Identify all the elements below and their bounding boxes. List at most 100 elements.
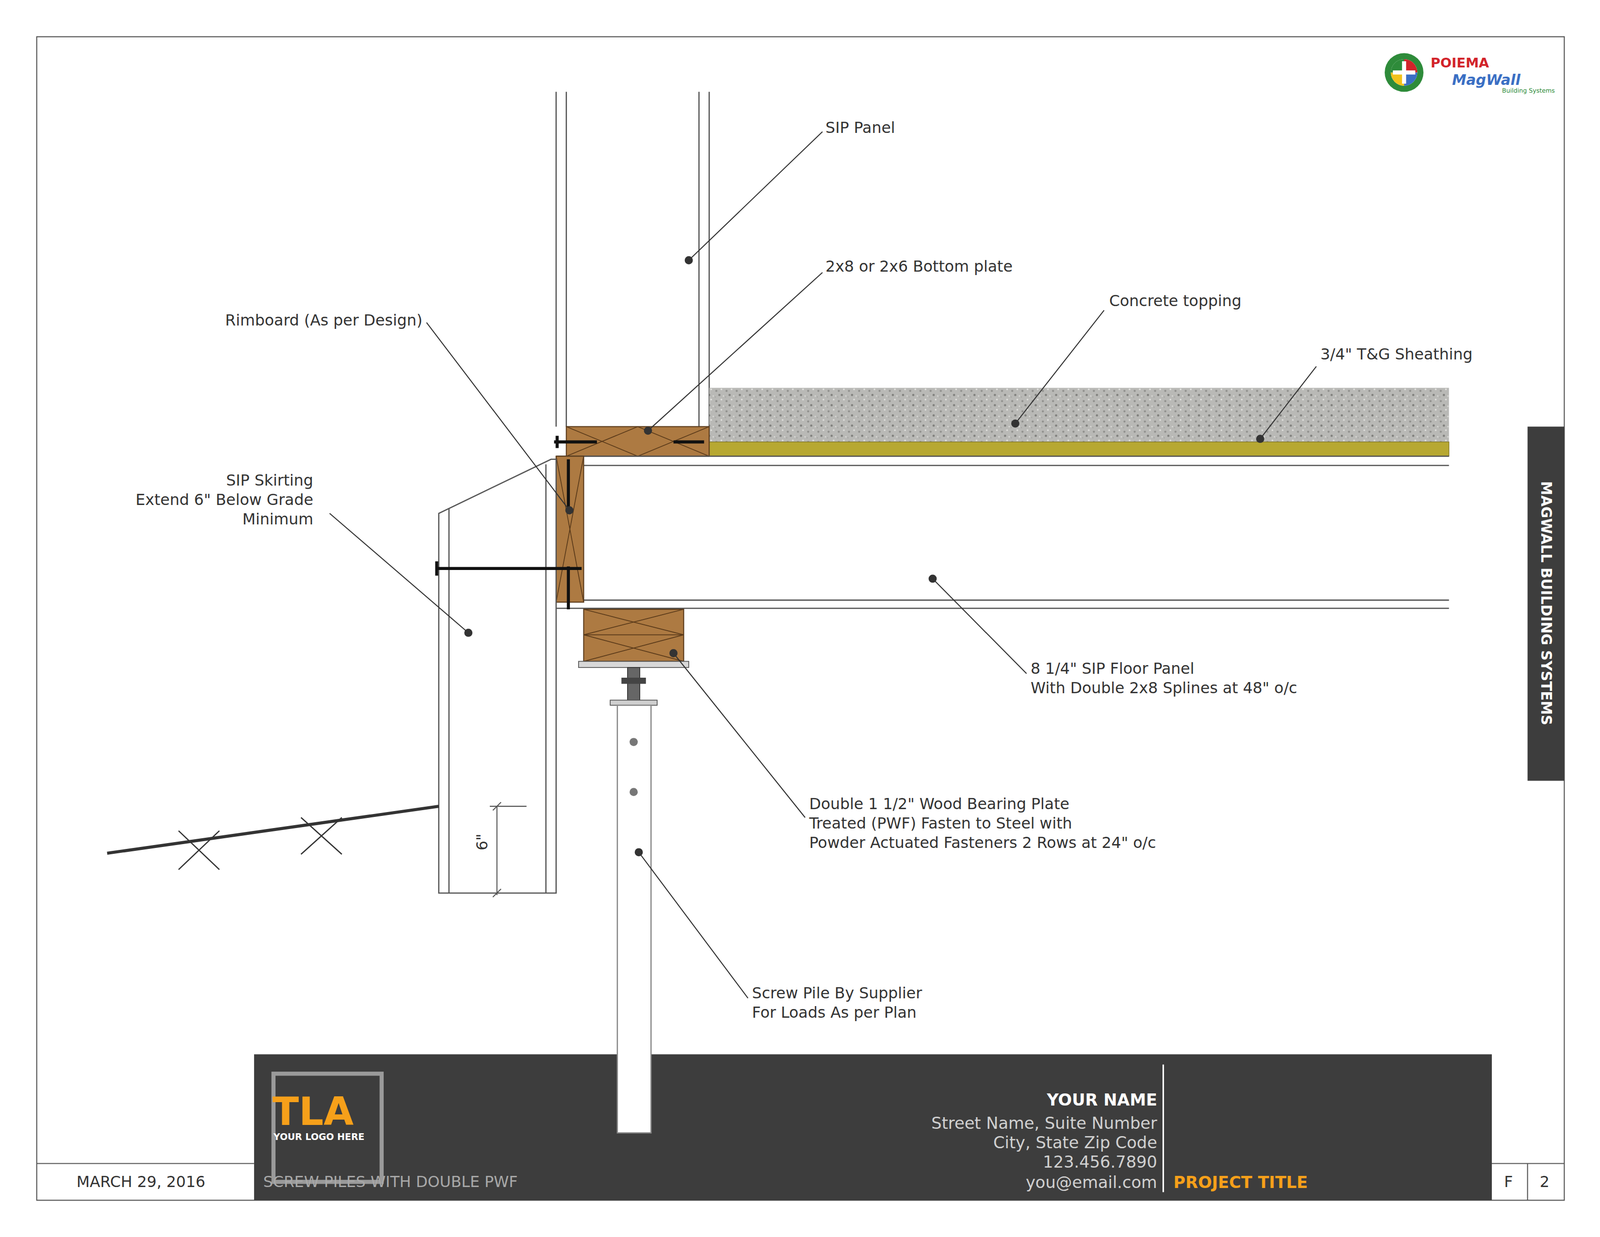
drawing-part <box>583 464 1449 467</box>
drawing-part <box>556 455 584 602</box>
drawing-part <box>638 852 748 999</box>
drawing-part <box>669 649 678 657</box>
drawing-part <box>673 440 705 444</box>
drawing-part <box>629 787 638 796</box>
drawing-part <box>492 802 502 811</box>
drawing-part <box>583 599 1449 601</box>
callout-note: Double 1 1/2" Wood Bearing Plate Treated… <box>808 794 1156 854</box>
drawing-part <box>329 513 469 633</box>
drawing-part <box>426 322 570 511</box>
text-label: 3/4" T&G Sheathing <box>1320 344 1473 365</box>
drawing-part <box>1011 420 1019 428</box>
drawing-part <box>610 699 658 706</box>
bearing-plate <box>578 609 689 668</box>
drawing-part <box>644 427 652 435</box>
fasteners <box>435 435 704 610</box>
title-rule <box>1527 1163 1529 1201</box>
drawing-part <box>178 817 342 870</box>
title-divider <box>1162 1064 1164 1192</box>
drawing-part <box>556 455 584 602</box>
drawing-part <box>647 272 823 431</box>
leader-lines <box>329 131 1317 998</box>
drawing-part <box>929 575 937 583</box>
drawing-part <box>583 609 684 662</box>
drawing-part <box>583 634 684 662</box>
text-label: PROJECT TITLE <box>1173 1172 1309 1193</box>
drawing-part <box>555 91 557 427</box>
text-label: MagWall <box>1452 71 1521 88</box>
grade-line <box>107 806 439 870</box>
text-label: City, State Zip Code <box>993 1132 1158 1153</box>
drawing-part <box>621 677 646 684</box>
drawing-part <box>107 806 439 854</box>
title-rule <box>36 1162 255 1164</box>
title-band <box>254 1053 1492 1200</box>
text-label: 2x8 or 2x6 Bottom plate <box>825 257 1013 277</box>
drawing-part <box>565 506 574 515</box>
screw-pile <box>610 667 658 1133</box>
drawing-part <box>708 91 711 427</box>
drawing-part <box>627 667 640 703</box>
drawing-part <box>464 629 472 637</box>
drawing-part <box>1392 70 1416 75</box>
drawing-part <box>583 609 684 635</box>
drawing-part <box>698 91 700 427</box>
drawing-part <box>578 661 689 668</box>
callout-note: SIP Skirting Extend 6" Below Grade Minim… <box>135 471 314 530</box>
text-label: 2 <box>1539 1172 1550 1192</box>
drawing-part <box>1390 59 1418 86</box>
text-label: you@email.com <box>1025 1172 1158 1193</box>
drawing-part <box>637 426 710 456</box>
text-label: MARCH 29, 2016 <box>76 1172 206 1192</box>
callout-note: Screw Pile By Supplier For Loads As per … <box>752 983 923 1023</box>
drawing-part <box>448 508 450 893</box>
sip-wall-panel <box>556 91 710 427</box>
drawing-part <box>685 256 693 264</box>
company-badge <box>1384 52 1424 92</box>
concrete-topping <box>709 387 1449 443</box>
sheet-frame <box>36 36 1565 1201</box>
drawing-part <box>637 426 710 456</box>
drawing-part <box>617 705 651 1133</box>
drawing-part <box>932 578 1027 674</box>
drawing-part <box>556 607 1450 610</box>
text-label: MAGWALL BUILDING SYSTEMS <box>1535 481 1556 726</box>
drawing-part <box>583 609 684 635</box>
drawing-part <box>435 561 438 576</box>
drawing-part <box>492 888 502 898</box>
drawing-title: SCREW PILES WITH DOUBLE PWF <box>263 1172 518 1192</box>
drawing-part <box>555 435 559 448</box>
drawing-part <box>553 440 597 444</box>
text-label: YOUR LOGO HERE <box>273 1131 365 1143</box>
side-tab <box>1527 426 1565 781</box>
text-label: TLA <box>272 1089 354 1133</box>
drawing-part <box>556 455 1450 457</box>
text-label: Concrete topping <box>1109 291 1242 312</box>
drawing-part <box>565 91 567 427</box>
drawing-part <box>688 131 823 260</box>
drawing-part <box>1260 366 1317 439</box>
drawing-part <box>435 566 582 570</box>
callout-note: 8 1/4" SIP Floor Panel With Double 2x8 S… <box>1030 659 1298 698</box>
sip-floor-panel <box>556 455 1450 608</box>
text-label: F <box>1503 1172 1513 1192</box>
text-label: YOUR NAME <box>1046 1089 1157 1111</box>
drawing-part <box>545 464 547 893</box>
drawing-part <box>566 566 570 610</box>
drawing-part <box>1015 310 1104 424</box>
drawing-part <box>489 805 527 807</box>
text-label: Street Name, Suite Number <box>931 1113 1158 1134</box>
drawing-part <box>583 634 684 636</box>
drawing-part <box>1256 435 1264 443</box>
drawing-part <box>635 848 643 856</box>
dimension-line <box>489 802 527 898</box>
drawing-part <box>496 806 498 895</box>
text-label: Rimboard (As per Design) <box>225 311 423 331</box>
text-label: SIP Panel <box>825 118 896 138</box>
drawing-part <box>673 653 806 818</box>
text-label: 123.456.7890 <box>1042 1151 1158 1173</box>
drawing-part <box>629 737 638 746</box>
text-label: POIEMA <box>1430 55 1490 71</box>
